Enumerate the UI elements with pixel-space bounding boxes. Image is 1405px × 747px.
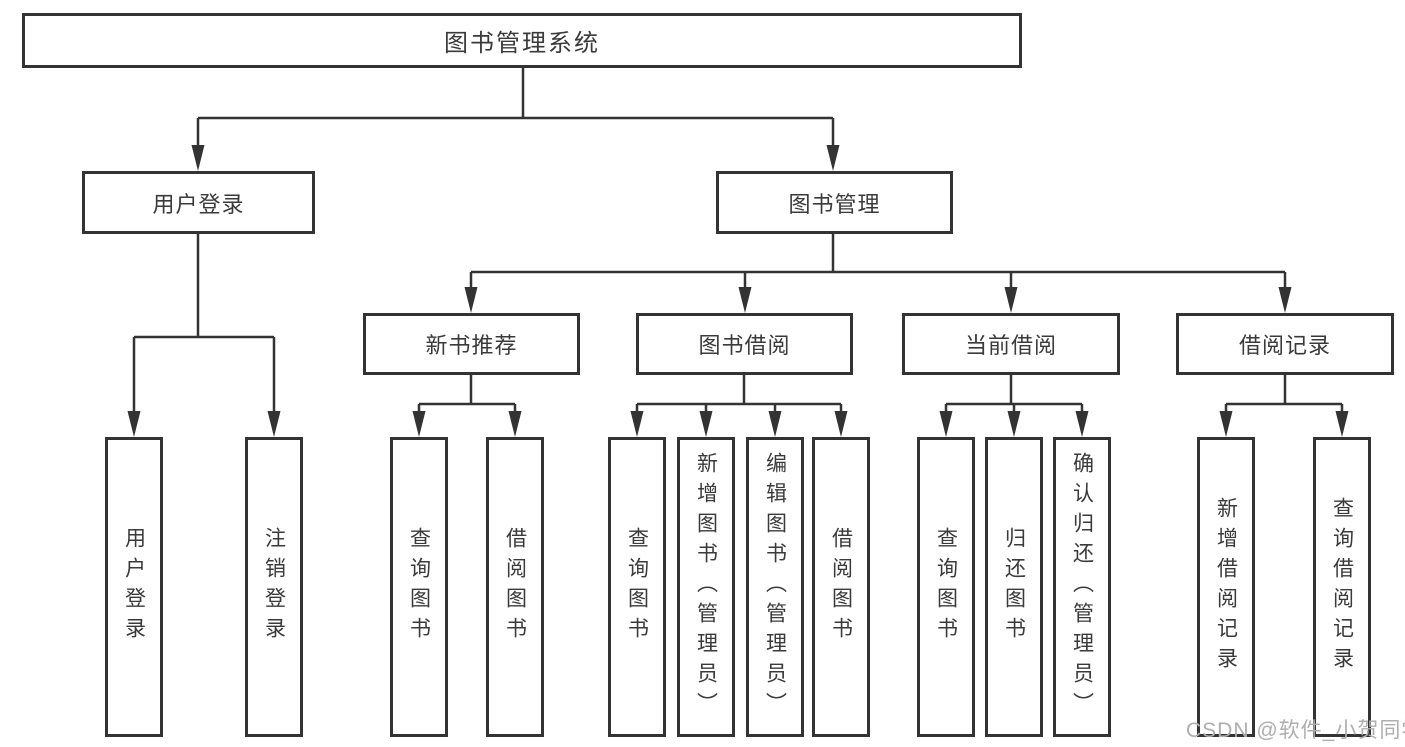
csdn-watermark: CSDN @软件_小贺同学 (1186, 719, 1405, 742)
node-new-book-recommend: 新书推荐 (363, 313, 580, 375)
leaf-recommend-borrow-books-label: 借阅图书 (503, 527, 527, 647)
node-borrowing-records: 借阅记录 (1176, 313, 1394, 375)
leaf-records-query-record: 查询借阅记录 (1313, 437, 1371, 737)
leaf-user-login-label: 用户登录 (122, 527, 146, 647)
leaf-records-add-record: 新增借阅记录 (1197, 437, 1255, 737)
leaf-current-query-books: 查询图书 (917, 437, 975, 737)
node-book-borrowing: 图书借阅 (636, 313, 853, 375)
leaf-borrow-borrow-books: 借阅图书 (812, 437, 870, 737)
leaf-borrow-edit-book-admin: 编辑图书（管理员） (746, 437, 804, 737)
leaf-current-confirm-return-admin-label: 确认归还（管理员） (1070, 452, 1094, 722)
leaf-logout: 注销登录 (245, 437, 303, 737)
node-new-book-recommend-label: 新书推荐 (425, 333, 518, 358)
node-book-borrowing-label: 图书借阅 (698, 333, 791, 358)
node-book-management: 图书管理 (716, 171, 953, 234)
leaf-borrow-query-books: 查询图书 (608, 437, 666, 737)
node-borrowing-records-label: 借阅记录 (1238, 333, 1331, 358)
leaf-records-query-record-label: 查询借阅记录 (1330, 497, 1354, 677)
leaf-logout-label: 注销登录 (262, 527, 286, 647)
leaf-borrow-add-book-admin: 新增图书（管理员） (677, 437, 735, 737)
leaf-recommend-borrow-books: 借阅图书 (486, 437, 544, 737)
leaf-records-add-record-label: 新增借阅记录 (1214, 497, 1238, 677)
node-current-borrowing-label: 当前借阅 (964, 333, 1057, 358)
leaf-borrow-borrow-books-label: 借阅图书 (829, 527, 853, 647)
node-current-borrowing: 当前借阅 (902, 313, 1120, 375)
leaf-borrow-add-book-admin-label: 新增图书（管理员） (694, 452, 718, 722)
node-book-management-label: 图书管理 (788, 191, 881, 217)
node-root-system: 图书管理系统 (22, 13, 1022, 68)
leaf-user-login: 用户登录 (105, 437, 163, 737)
leaf-current-confirm-return-admin: 确认归还（管理员） (1053, 437, 1111, 737)
leaf-current-return-books-label: 归还图书 (1002, 527, 1026, 647)
node-user-login-label: 用户登录 (152, 191, 245, 217)
node-root-label: 图书管理系统 (444, 30, 600, 57)
leaf-borrow-query-books-label: 查询图书 (625, 527, 649, 647)
leaf-current-return-books: 归还图书 (985, 437, 1043, 737)
leaf-borrow-edit-book-admin-label: 编辑图书（管理员） (763, 452, 787, 722)
node-user-login: 用户登录 (82, 171, 315, 234)
leaf-recommend-query-books: 查询图书 (390, 437, 448, 737)
leaf-current-query-books-label: 查询图书 (934, 527, 958, 647)
leaf-recommend-query-books-label: 查询图书 (407, 527, 431, 647)
